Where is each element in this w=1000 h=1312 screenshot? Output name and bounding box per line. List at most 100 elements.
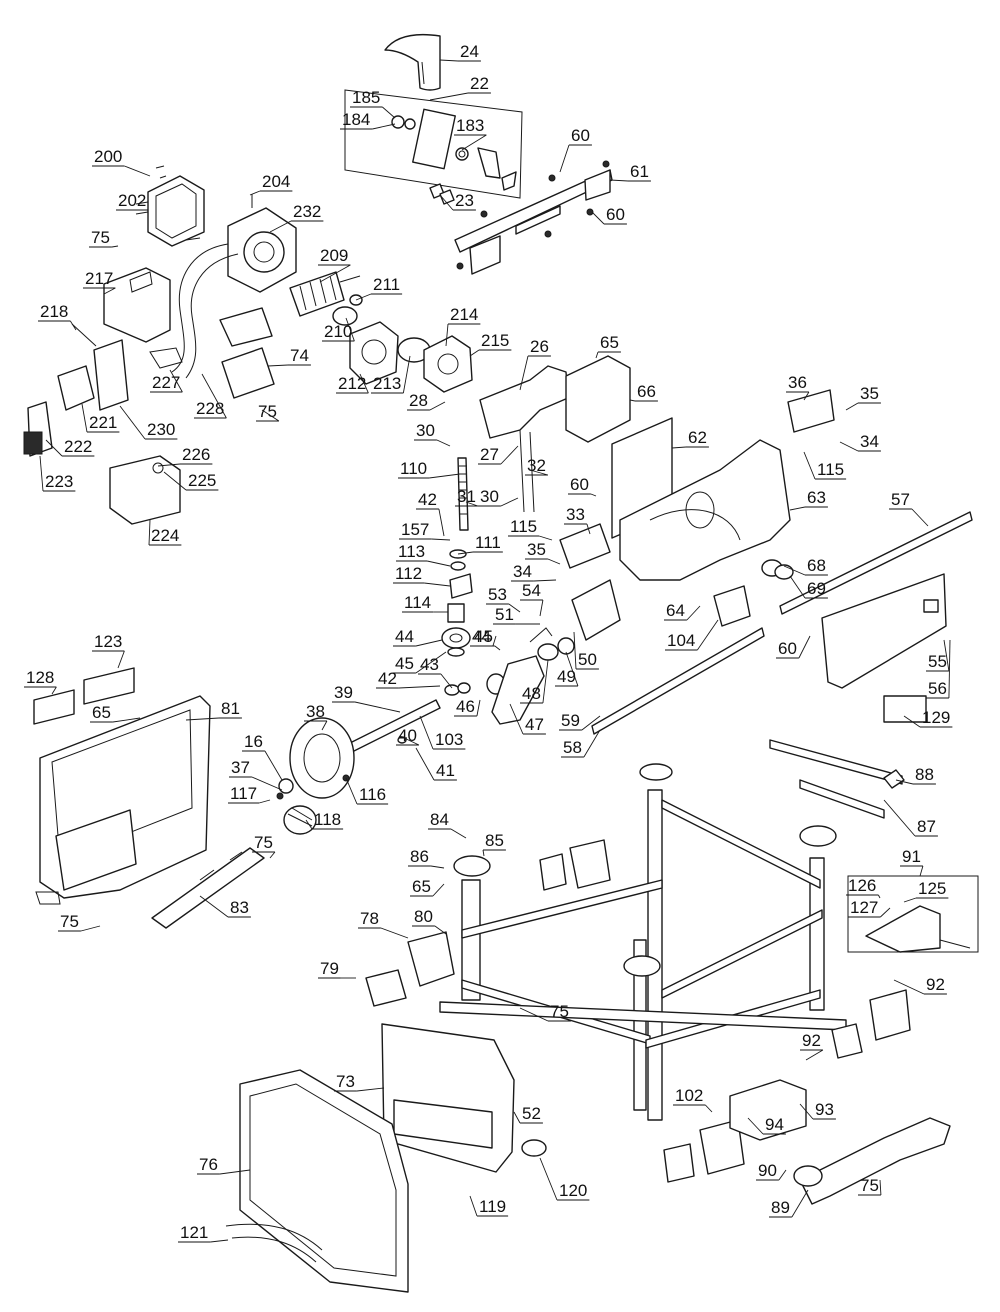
callout-leader bbox=[573, 631, 577, 670]
callout-68: 68 bbox=[783, 556, 828, 576]
callout-86: 86 bbox=[408, 847, 445, 869]
callout-212: 212 bbox=[336, 373, 369, 394]
callout-110: 110 bbox=[398, 459, 461, 479]
callout-label: 92 bbox=[802, 1031, 821, 1050]
callout-210: 210 bbox=[322, 317, 355, 342]
callout-leader bbox=[705, 1104, 713, 1113]
callout-75: 75 bbox=[256, 402, 280, 422]
callout-215: 215 bbox=[469, 331, 512, 357]
callout-123: 123 bbox=[92, 632, 125, 669]
callout-label: 42 bbox=[418, 490, 437, 509]
part-212-gear-housing bbox=[349, 321, 399, 385]
callout-label: 184 bbox=[342, 110, 370, 129]
callout-83: 83 bbox=[199, 895, 251, 918]
callout-label: 58 bbox=[563, 738, 582, 757]
callout-label: 93 bbox=[815, 1100, 834, 1119]
callout-label: 69 bbox=[807, 579, 826, 598]
callout-87: 87 bbox=[883, 799, 938, 837]
part-56-guard bbox=[821, 573, 947, 689]
callout-leader bbox=[249, 190, 261, 196]
callout-leader bbox=[429, 92, 469, 101]
callout-leader bbox=[251, 776, 283, 791]
callout-91: 91 bbox=[900, 847, 924, 877]
callout-leader bbox=[117, 650, 125, 669]
callout-label: 75 bbox=[860, 1176, 879, 1195]
callout-leader bbox=[590, 493, 597, 497]
callout-leader bbox=[430, 865, 445, 869]
callout-label: 110 bbox=[400, 459, 427, 478]
callout-42: 42 bbox=[376, 669, 441, 689]
callout-leader bbox=[157, 463, 181, 467]
part-78-foot bbox=[407, 931, 455, 987]
callout-leader bbox=[440, 673, 453, 689]
callout-leader bbox=[450, 828, 467, 839]
callout-label: 35 bbox=[860, 384, 879, 403]
callout-leader bbox=[513, 1111, 521, 1124]
callout-36: 36 bbox=[786, 373, 810, 401]
part-128-label bbox=[33, 689, 75, 725]
callout-leader bbox=[697, 619, 719, 651]
callout-24: 24 bbox=[439, 42, 481, 62]
callout-59: 59 bbox=[559, 711, 601, 731]
callout-leader bbox=[261, 409, 280, 422]
callout-223: 223 bbox=[39, 455, 76, 492]
callout-leader bbox=[789, 575, 806, 599]
callout-label: 59 bbox=[561, 711, 580, 730]
callout-label: 75 bbox=[60, 912, 79, 931]
callout-leader bbox=[258, 799, 271, 804]
callout-label: 85 bbox=[485, 831, 504, 850]
callout-label: 222 bbox=[64, 437, 92, 456]
callout-label: 62 bbox=[688, 428, 707, 447]
callout-60: 60 bbox=[591, 205, 627, 225]
callout-69: 69 bbox=[789, 575, 828, 599]
callout-label: 75 bbox=[254, 833, 273, 852]
callout-leader bbox=[436, 439, 451, 447]
callout-66: 66 bbox=[629, 382, 658, 402]
part-50-trunnion bbox=[571, 579, 621, 641]
callout-23: 23 bbox=[439, 191, 476, 211]
callout-label: 75 bbox=[550, 1002, 569, 1021]
part-74-bracket bbox=[221, 347, 275, 399]
callout-label: 90 bbox=[758, 1161, 777, 1180]
callout-230: 230 bbox=[119, 405, 178, 440]
callout-30: 30 bbox=[414, 421, 451, 447]
callout-228: 228 bbox=[194, 373, 227, 419]
callout-leader bbox=[264, 750, 283, 781]
callout-label: 35 bbox=[527, 540, 546, 559]
callout-leader bbox=[803, 391, 810, 401]
callout-leader bbox=[879, 1179, 882, 1196]
callout-157: 157 bbox=[399, 520, 451, 541]
callout-leader bbox=[559, 144, 570, 173]
part-38-gear bbox=[289, 717, 355, 799]
callout-37: 37 bbox=[229, 758, 283, 791]
callout-leader bbox=[219, 1169, 251, 1175]
callout-leader bbox=[508, 603, 521, 613]
callout-label: 65 bbox=[412, 877, 431, 896]
callout-leader bbox=[429, 401, 446, 411]
callout-leader bbox=[112, 717, 141, 723]
callout-leader bbox=[789, 506, 806, 511]
part-66-cover bbox=[565, 355, 631, 443]
callout-leader bbox=[319, 264, 351, 283]
callout-label: 210 bbox=[324, 322, 352, 341]
callout-leader bbox=[103, 287, 116, 295]
callout-label: 74 bbox=[290, 346, 309, 365]
callout-92: 92 bbox=[893, 975, 947, 995]
callout-51: 51 bbox=[493, 605, 540, 625]
part-39-shaft bbox=[347, 699, 441, 753]
callout-104: 104 bbox=[665, 619, 719, 651]
part-87-strap bbox=[769, 739, 903, 785]
callout-127: 127 bbox=[848, 898, 891, 918]
callout-64: 64 bbox=[664, 601, 701, 621]
callout-65: 65 bbox=[90, 703, 141, 723]
callout-label: 68 bbox=[807, 556, 826, 575]
callout-label: 185 bbox=[352, 88, 380, 107]
part-104-block bbox=[713, 585, 751, 627]
callout-label: 52 bbox=[522, 1104, 541, 1123]
callout-leader bbox=[476, 699, 481, 717]
callout-128: 128 bbox=[24, 668, 57, 695]
callout-30: 30 bbox=[478, 487, 519, 507]
callout-leader bbox=[434, 925, 447, 935]
callout-label: 224 bbox=[151, 526, 179, 545]
